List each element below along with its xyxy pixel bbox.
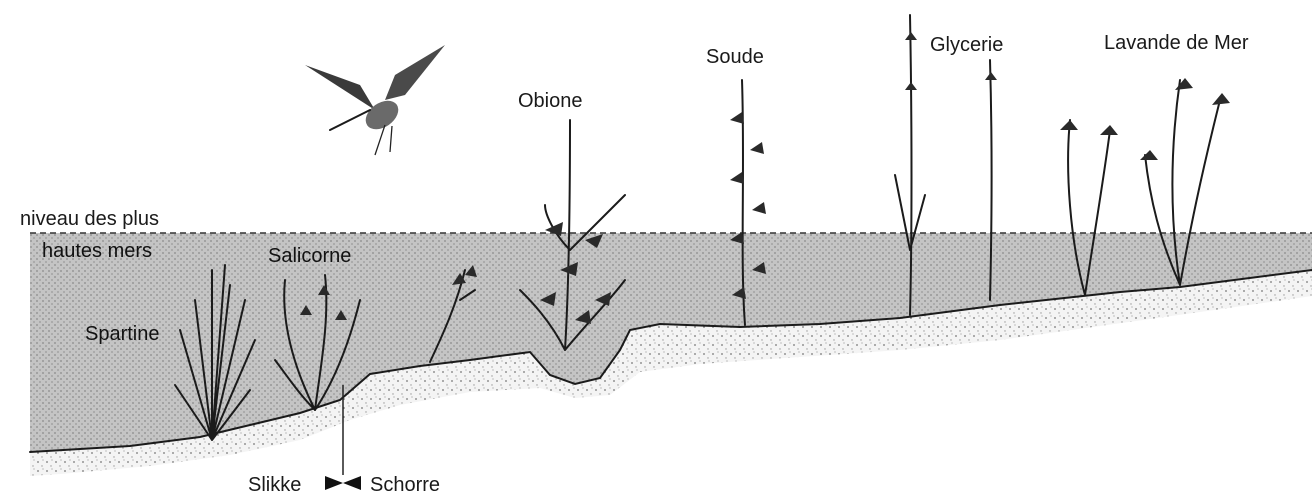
label-soude: Soude xyxy=(706,46,764,68)
label-high-water-line1: niveau des plus xyxy=(20,208,159,230)
label-spartine: Spartine xyxy=(85,323,160,345)
boundary-marker-icon xyxy=(325,476,361,490)
label-glycerie: Glycerie xyxy=(930,34,1003,56)
bird-icon xyxy=(305,45,445,155)
label-obione: Obione xyxy=(518,90,583,112)
label-high-water-line2: hautes mers xyxy=(42,240,152,262)
label-slikke: Slikke xyxy=(248,474,301,496)
label-schorre: Schorre xyxy=(370,474,440,496)
label-salicorne: Salicorne xyxy=(268,245,351,267)
label-lavande: Lavande de Mer xyxy=(1104,32,1249,54)
